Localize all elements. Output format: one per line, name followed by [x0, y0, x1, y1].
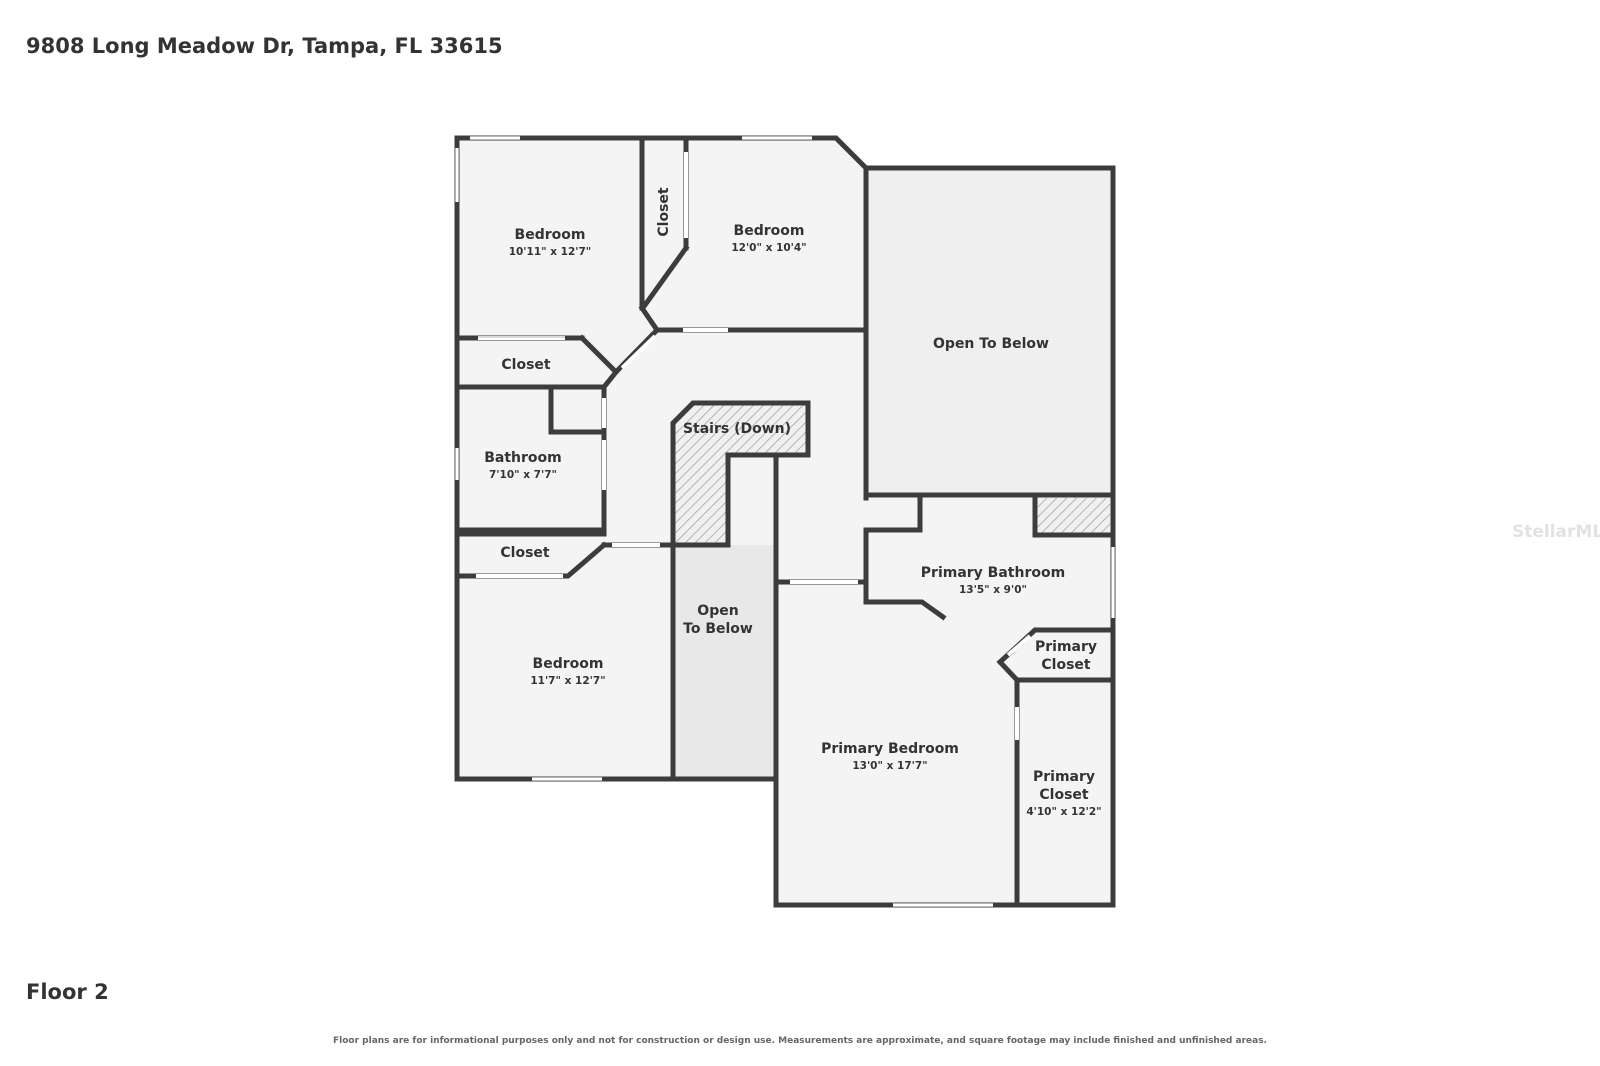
bedroom-nw-dims: 10'11" x 12'7" — [509, 246, 592, 258]
primary-bathroom-name: Primary Bathroom — [921, 565, 1065, 581]
stairs-area — [673, 403, 808, 545]
disclaimer: Floor plans are for informational purpos… — [333, 1036, 1267, 1046]
primary-bathroom-dims: 13'5" x 9'0" — [959, 584, 1027, 596]
bedroom-n-name: Bedroom — [734, 223, 805, 239]
primary-closet-small-line2: Closet — [1041, 657, 1091, 673]
floor-label: Floor 2 — [26, 980, 109, 1004]
primary-closet-large-line1: Primary — [1033, 769, 1095, 785]
closet-vertical-name: Closet — [656, 187, 672, 237]
property-address: 9808 Long Meadow Dr, Tampa, FL 33615 — [26, 34, 503, 58]
primary-bedroom-dims: 13'0" x 17'7" — [852, 760, 927, 772]
open-to-below-small-area — [673, 545, 776, 779]
primary-closet-small-line1: Primary — [1035, 639, 1097, 655]
windows — [455, 136, 1115, 907]
open-to-below-large-area — [866, 168, 1113, 495]
bathroom-name: Bathroom — [484, 450, 562, 466]
closet-upper-name: Closet — [501, 357, 551, 373]
closet-lower-name: Closet — [500, 545, 550, 561]
bedroom-nw-name: Bedroom — [515, 227, 586, 243]
bathroom-dims: 7'10" x 7'7" — [489, 469, 557, 481]
exterior-wall-west-upper — [454, 135, 1116, 908]
open-to-below-small-line2: To Below — [683, 621, 753, 637]
watermark: StellarMLS — [1512, 522, 1600, 542]
bedroom-n-dims: 12'0" x 10'4" — [731, 242, 806, 254]
open-to-below-small-line1: Open — [697, 603, 738, 619]
primary-bedroom-name: Primary Bedroom — [821, 741, 959, 757]
chase-area — [1035, 498, 1110, 535]
bedroom-sw-name: Bedroom — [533, 656, 604, 672]
primary-closet-large-line2: Closet — [1039, 787, 1089, 803]
primary-closet-large-dims: 4'10" x 12'2" — [1026, 806, 1101, 818]
bedroom-sw-dims: 11'7" x 12'7" — [530, 675, 605, 687]
stairs-name: Stairs (Down) — [683, 421, 791, 437]
open-to-below-large-name: Open To Below — [933, 336, 1049, 352]
